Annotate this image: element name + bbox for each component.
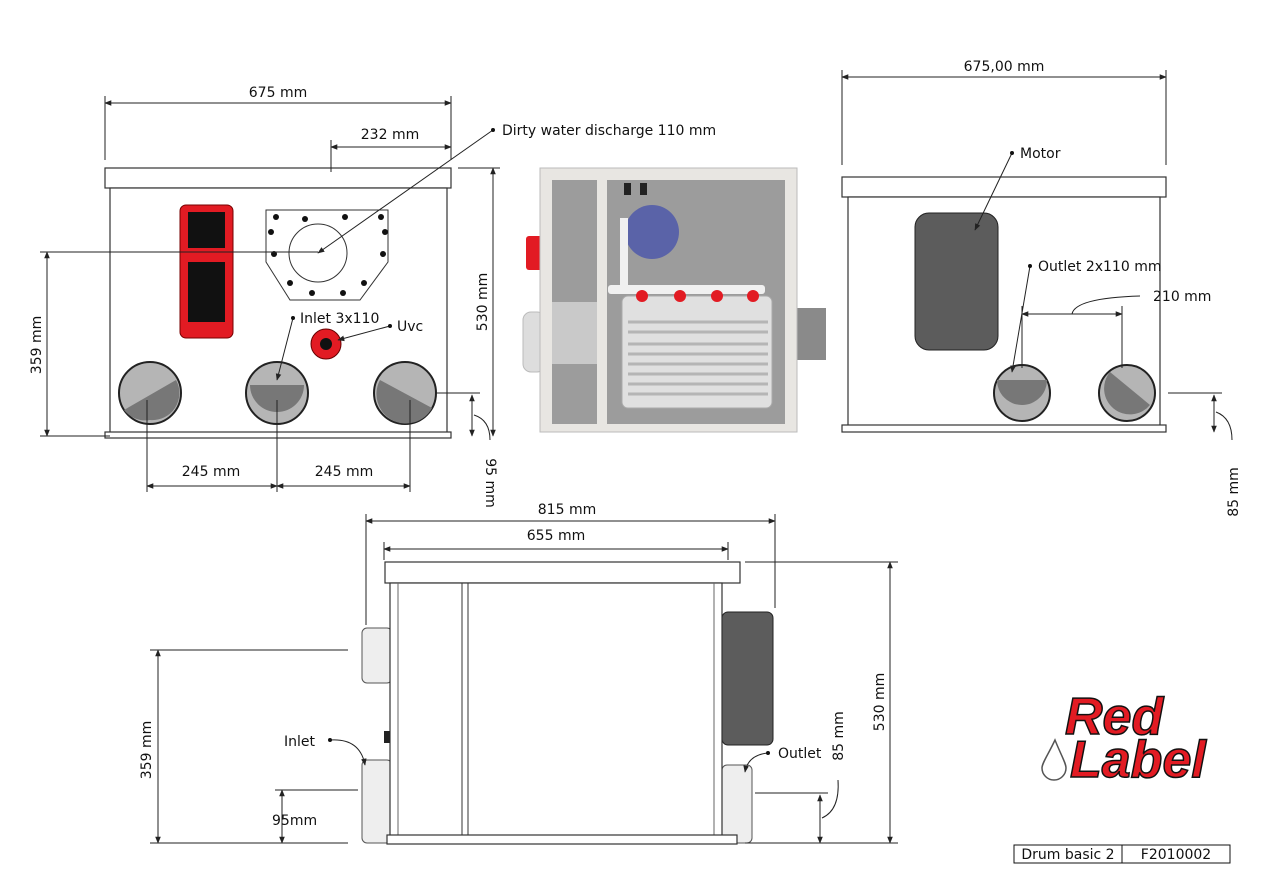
logo-line1: Red: [1065, 688, 1164, 746]
water-drop-icon: [1041, 738, 1067, 781]
red-label-logo: Red Label: [1041, 687, 1208, 790]
uvc-label: Uvc: [397, 319, 423, 335]
front-height-label: 530 mm: [475, 273, 491, 331]
front-inlet-height-label: 359 mm: [29, 316, 45, 374]
bottom-height-label: 530 mm: [872, 673, 888, 731]
inlet-spacing-right-label: 245 mm: [315, 464, 373, 480]
top-view-render: [522, 167, 826, 433]
total-length-label: 815 mm: [538, 502, 596, 518]
side-bottom-offset-label: 85 mm: [1226, 467, 1242, 517]
inlet-label: Inlet 3x110: [300, 311, 379, 327]
discharge-label: Dirty water discharge 110 mm: [502, 123, 716, 139]
logo-line2: Label: [1070, 731, 1207, 789]
body-length-label: 655 mm: [527, 528, 585, 544]
base: [104, 431, 452, 439]
title-block: Drum basic 2 F2010002: [1013, 844, 1231, 864]
inlet-spacing-left-label: 245 mm: [182, 464, 240, 480]
inlet-pipe-lower: [361, 759, 393, 844]
front-bottom-offset-label: 95 mm: [482, 458, 498, 508]
inlet-pipe: [118, 361, 182, 425]
discharge-offset-label: 232 mm: [361, 127, 419, 143]
side-width-label: 675,00 mm: [964, 59, 1045, 75]
inlet-pipe-upper: [361, 627, 393, 684]
front-width-label: 675 mm: [249, 85, 307, 101]
bottom-inlet-label: Inlet: [284, 734, 316, 750]
uvc-port: [310, 328, 342, 360]
drawing-name: Drum basic 2: [1021, 847, 1114, 863]
inlet-offset-label: 95mm: [272, 813, 317, 829]
lid: [104, 167, 452, 189]
side-view: 675,00 mm Motor Outlet 2x110 mm 210 mm 8…: [841, 59, 1242, 517]
outlet-pipe: [721, 764, 753, 844]
motor: [721, 611, 774, 746]
outlet-label: Outlet 2x110 mm: [1038, 259, 1161, 275]
motor-label: Motor: [1020, 146, 1061, 162]
outlet-pipe: [1098, 364, 1156, 422]
outlet-offset-label: 85 mm: [831, 711, 847, 761]
uvc-control-panel: [179, 204, 234, 339]
bottom-view: 815 mm 655 mm 530 mm 359 mm 95mm Inlet O…: [139, 502, 898, 845]
outlet-spacing-label: 210 mm: [1153, 289, 1211, 305]
discharge-flange: [265, 209, 389, 301]
outlet-pipe: [993, 364, 1051, 422]
front-view: 675 mm 232 mm Dirty water discharge 110 …: [29, 85, 716, 508]
bottom-outlet-label: Outlet: [778, 746, 822, 762]
inlet-pipe: [373, 361, 437, 425]
bottom-inlet-height-label: 359 mm: [139, 721, 155, 779]
drawing-code: F2010002: [1141, 847, 1211, 863]
motor: [914, 212, 999, 351]
